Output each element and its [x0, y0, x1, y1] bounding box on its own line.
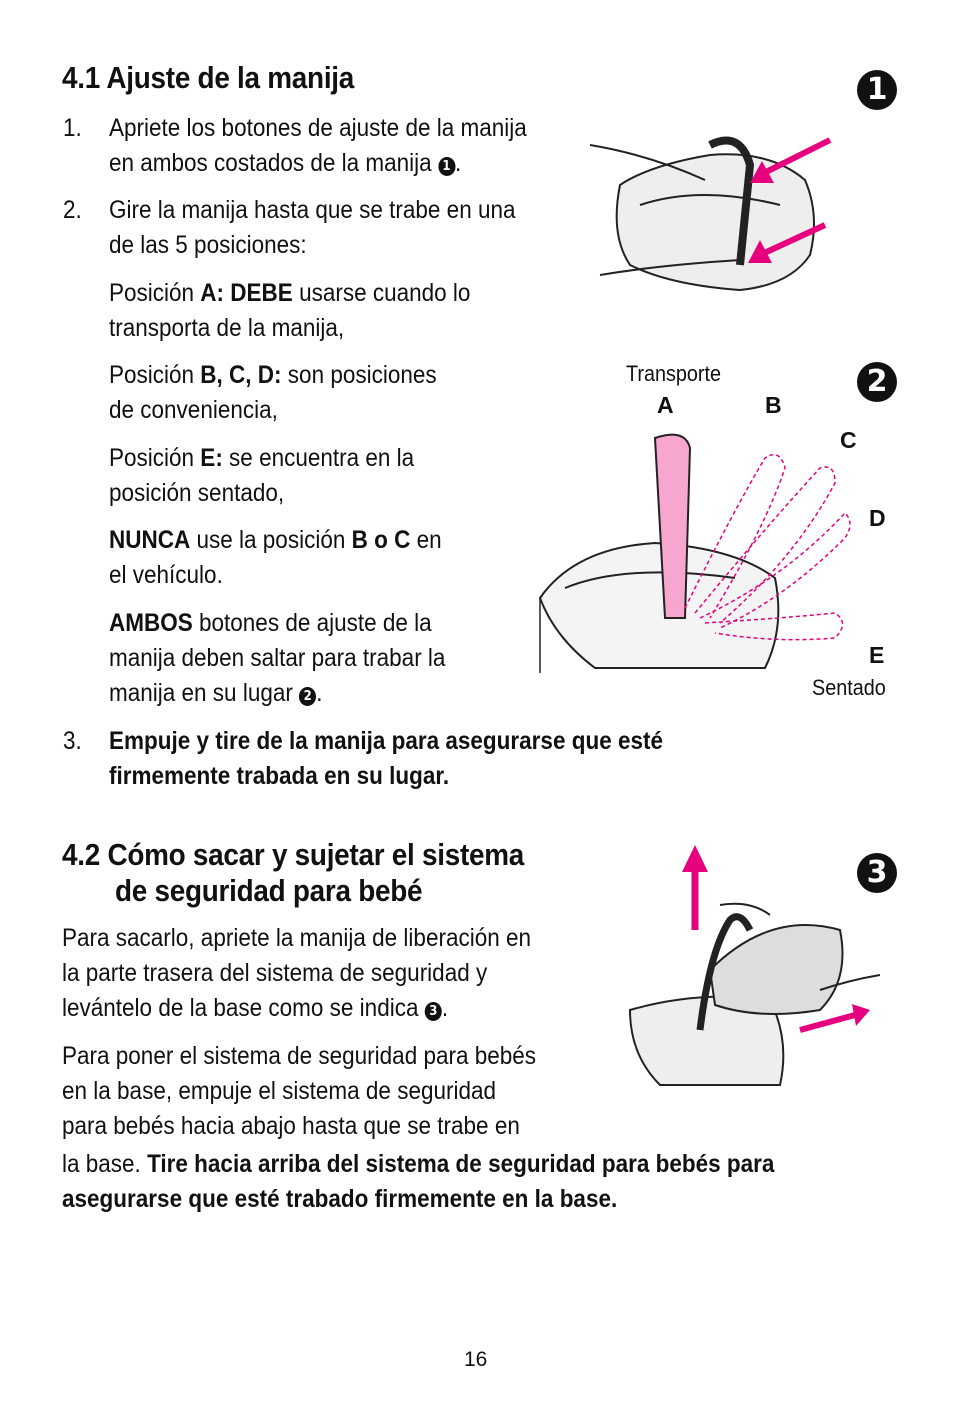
handle-positions-illustration — [538, 433, 851, 673]
figure-ref-1: 1 — [437, 157, 456, 176]
item-3-line2: firmemente trabada en su lugar. — [109, 762, 450, 790]
item-1-number: 1. — [63, 114, 82, 142]
position-a-line2: transporta de la manija, — [109, 314, 345, 342]
item-2-number: 2. — [63, 196, 82, 224]
figure-1-badge: 1 — [857, 70, 897, 110]
item-2-line2: de las 5 posiciones: — [109, 231, 307, 259]
attach-line2: en la base, empuje el sistema de segurid… — [62, 1077, 497, 1105]
remove-line2: la parte trasera del sistema de segurida… — [62, 959, 488, 987]
item-1-line2: en ambos costados de la manija 1. — [109, 149, 462, 177]
item-3-line1: Empuje y tire de la manija para asegurar… — [109, 727, 664, 755]
position-d-label: D — [869, 505, 886, 531]
never-line2: el vehículo. — [109, 561, 223, 589]
both-line1: AMBOS botones de ajuste de la — [109, 609, 432, 637]
both-line2: manija deben saltar para trabar la — [109, 644, 446, 672]
position-e-line1: Posición E: se encuentra en la — [109, 444, 415, 472]
position-a-line1: Posición A: DEBE usarse cuando lo — [109, 279, 471, 307]
position-bcd-line2: de conveniencia, — [109, 396, 278, 424]
item-3-number: 3. — [63, 727, 82, 755]
item-1-line1: Apriete los botones de ajuste de la mani… — [109, 114, 527, 142]
position-e-label: E — [869, 642, 885, 668]
attach-line5: asegurarse que esté trabado firmemente e… — [62, 1185, 618, 1213]
remove-line3: levántelo de la base como se indica 3. — [62, 994, 449, 1022]
section-4-1-title: 4.1 Ajuste de la manija — [62, 60, 355, 95]
attach-line4: la base. Tire hacia arriba del sistema d… — [62, 1150, 775, 1178]
figure-ref-2: 2 — [299, 687, 317, 706]
both-line3: manija en su lugar 2. — [109, 679, 323, 707]
handle-buttons-illustration — [590, 136, 832, 292]
figure-ref-3: 3 — [424, 1002, 442, 1021]
item-2-line1: Gire la manija hasta que se trabe en una — [109, 196, 516, 224]
section-4-2-title-line1: 4.2 Cómo sacar y sujetar el sistema — [62, 837, 525, 872]
position-b-label: B — [765, 392, 782, 418]
page-number: 16 — [464, 1348, 488, 1371]
seated-label: Sentado — [812, 675, 886, 700]
attach-line1: Para poner el sistema de seguridad para … — [62, 1042, 537, 1070]
remove-seat-illustration — [628, 845, 880, 1086]
figure-2-badge: 2 — [857, 362, 897, 402]
position-e-line2: posición sentado, — [109, 479, 285, 507]
attach-line3: para bebés hacia abajo hasta que se trab… — [62, 1112, 520, 1140]
position-c-label: C — [840, 427, 857, 453]
transport-label: Transporte — [626, 361, 722, 386]
figure-3-badge: 3 — [857, 853, 897, 893]
never-line1: NUNCA use la posición B o C en — [109, 526, 442, 554]
position-a-label: A — [657, 392, 674, 418]
section-4-2-title-line2: de seguridad para bebé — [115, 873, 423, 908]
remove-line1: Para sacarlo, apriete la manija de liber… — [62, 924, 532, 952]
position-bcd-line1: Posición B, C, D: son posiciones — [109, 361, 437, 389]
